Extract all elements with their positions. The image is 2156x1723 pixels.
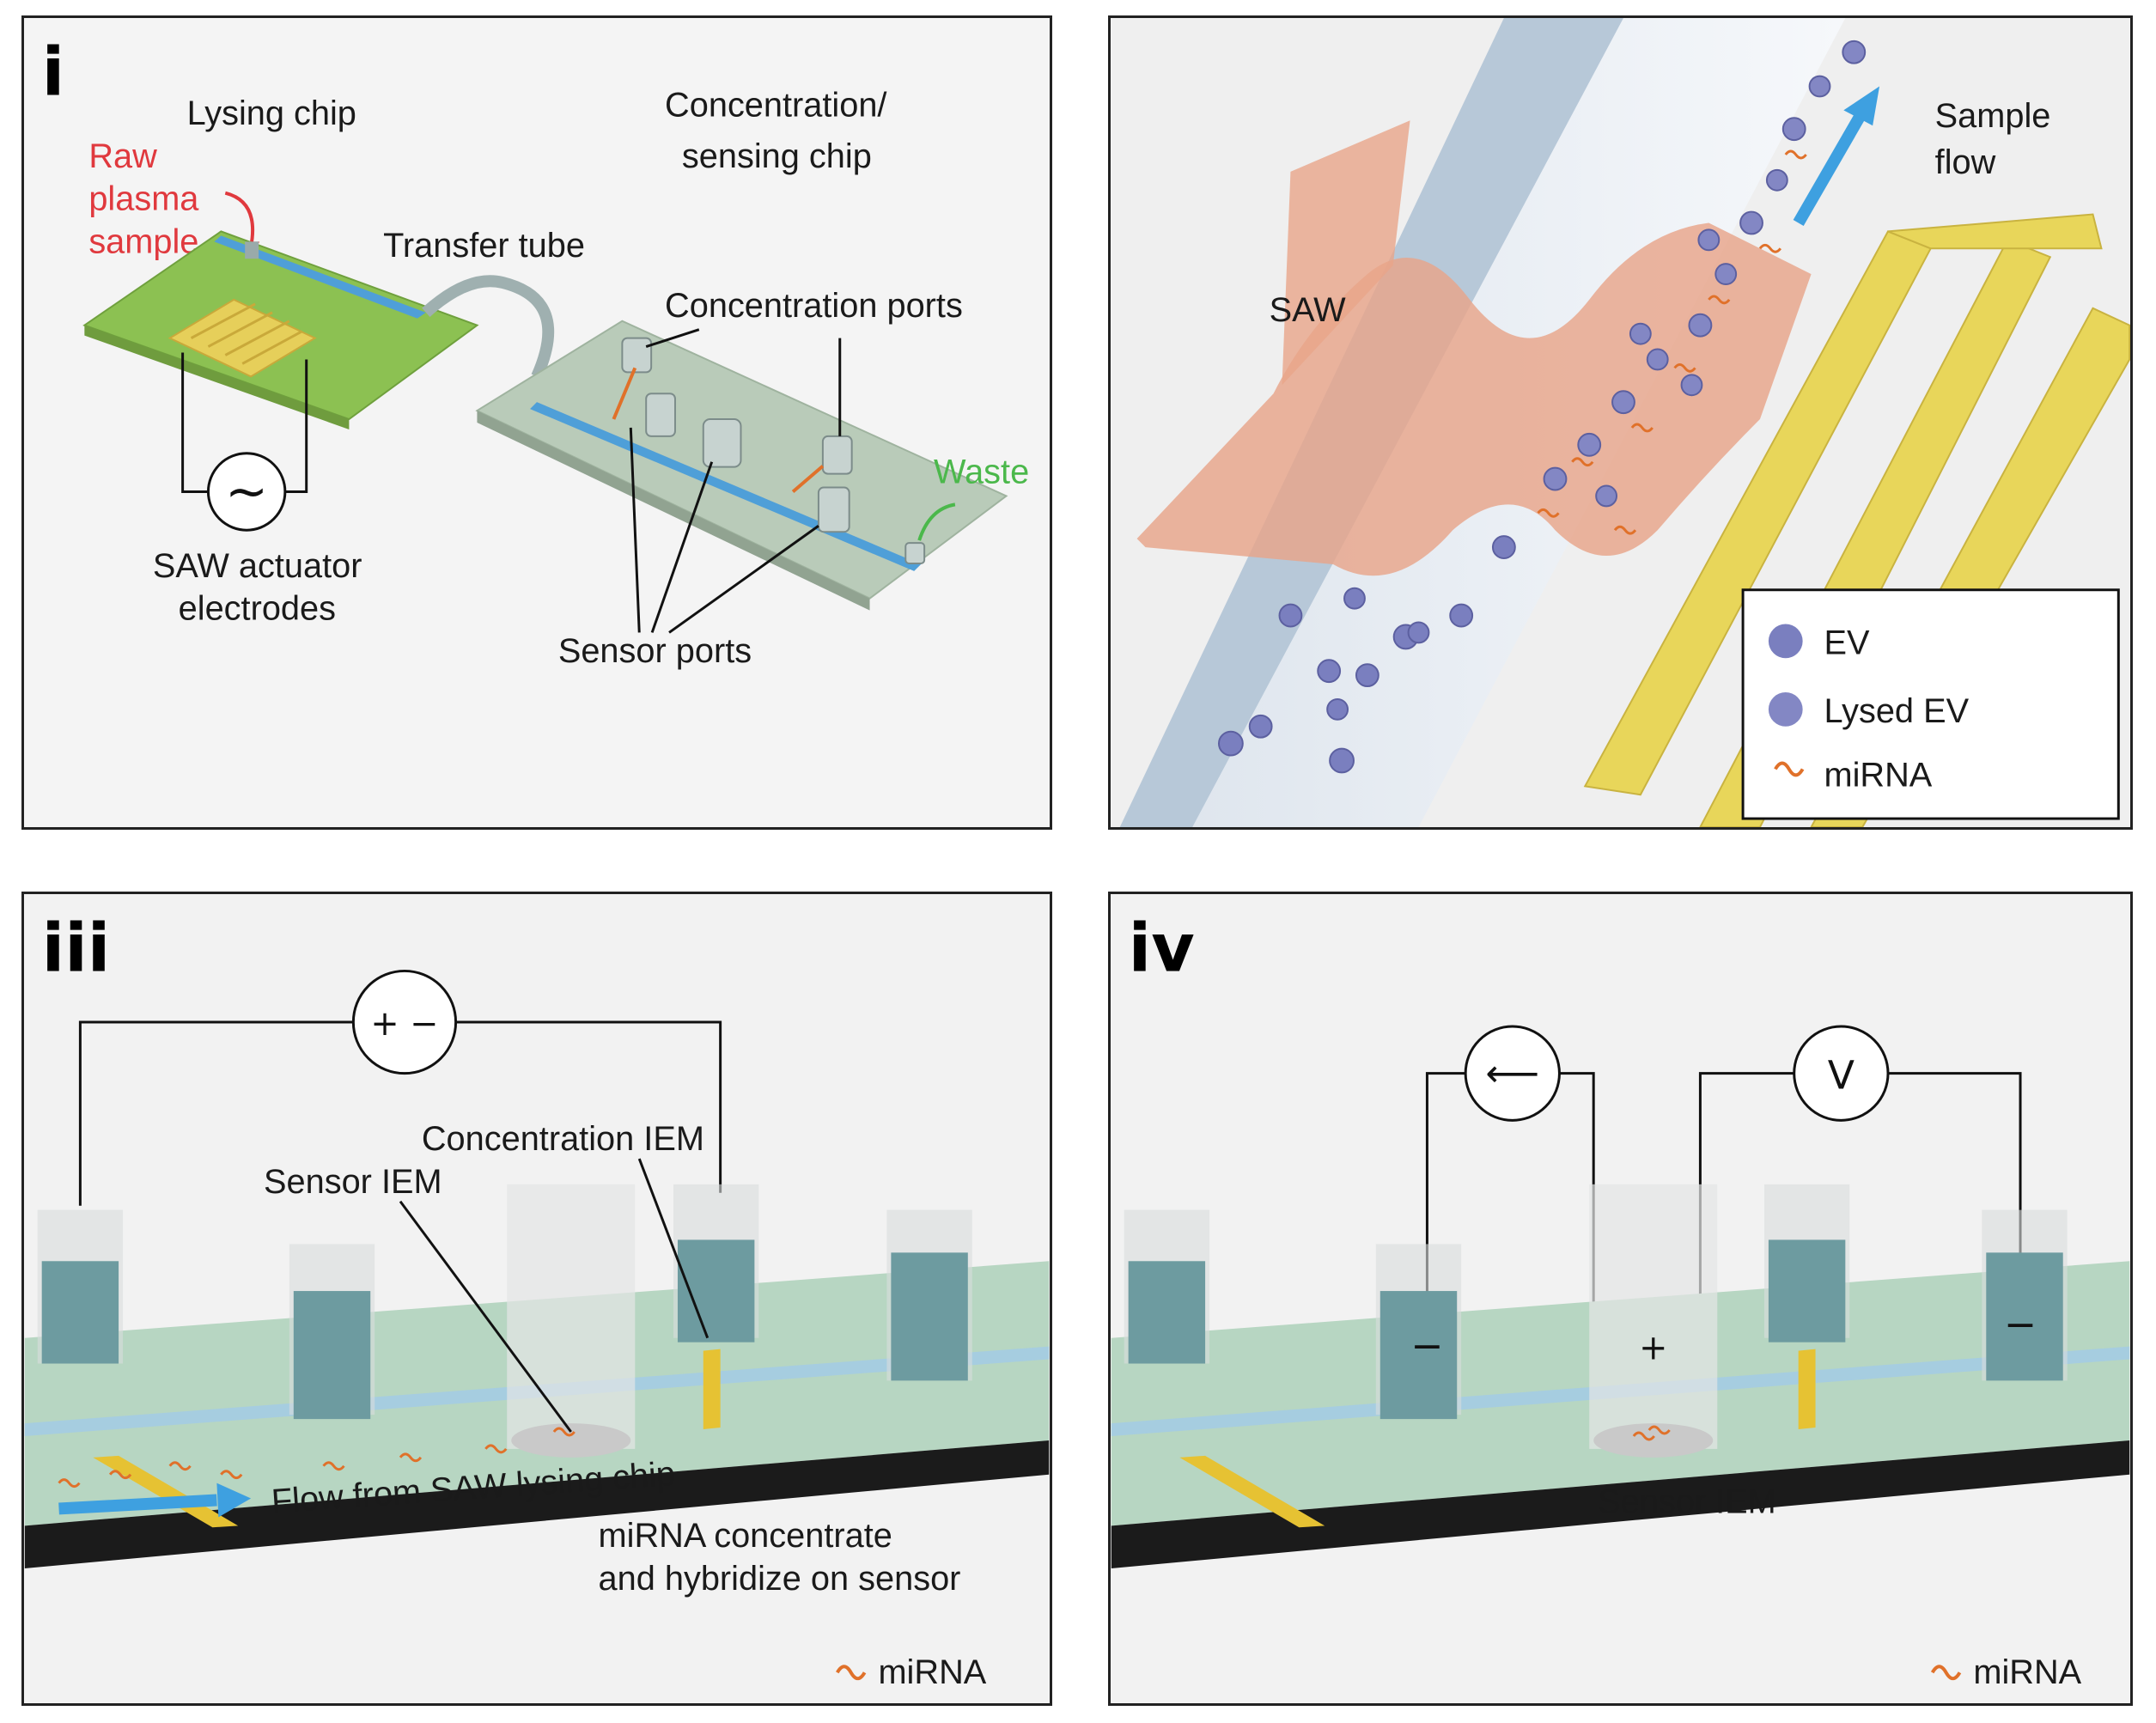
waste-label: Waste — [934, 454, 1029, 491]
saw-actuator-label-2: electrodes — [179, 590, 336, 628]
sensor-ports-label: Sensor ports — [558, 632, 752, 670]
raw-label-1: Raw — [88, 137, 157, 175]
inlet-port — [245, 241, 259, 259]
transfer-tube — [422, 275, 555, 380]
minus-right: − — [2004, 1302, 2037, 1348]
lysed-evs — [1543, 40, 1867, 508]
conc-iem-leader — [637, 1158, 710, 1339]
concentration-ports-label: Concentration ports — [665, 287, 963, 325]
chip-edge — [1111, 1440, 2130, 1568]
ac-source — [206, 452, 287, 532]
conc-circuit-wires — [78, 1020, 722, 1206]
panel-number: iii — [42, 910, 111, 987]
legend-ev: EV — [1824, 624, 1870, 661]
panel-i: i Lysing chip Concentration/ sensing chi… — [21, 15, 1052, 830]
caption-line-2: and hybridize on sensor — [599, 1560, 961, 1598]
flow-arrowhead — [216, 1483, 252, 1518]
plus-center: + — [1639, 1329, 1667, 1368]
conc-iem-electrode — [703, 1349, 721, 1430]
power-source — [351, 969, 458, 1075]
raw-sample-arrow — [224, 191, 255, 247]
legend-mirna-marker — [1930, 1665, 1962, 1681]
conc-iem-electrode — [1798, 1349, 1816, 1430]
conc-electrode-2 — [791, 465, 825, 493]
left-electrode — [1179, 1455, 1325, 1528]
sample-flow-arrowhead — [1843, 86, 1880, 126]
caption-line-1: miRNA concentrate — [599, 1517, 892, 1555]
legend-box — [1741, 588, 2120, 820]
mirna-fragments — [1537, 149, 1807, 535]
panel-number: i — [42, 33, 65, 111]
legend-mirna-marker — [1774, 761, 1805, 777]
raw-label-3: sample — [88, 222, 198, 260]
saw-actuator-label-1: SAW actuator — [153, 547, 362, 585]
saw-idt — [167, 298, 317, 378]
legend-lysed-ev: Lysed EV — [1824, 692, 1969, 730]
legend-mirna: miRNA — [1824, 756, 1932, 794]
lysing-channel — [214, 235, 426, 319]
sample-flow-arrow — [1793, 108, 1868, 226]
legend-ev-marker — [1768, 624, 1803, 659]
reservoirs — [37, 1184, 972, 1449]
panel-ii-diagram: SAW Sample flow — [1111, 18, 2130, 827]
saw-circuit-wires — [181, 352, 308, 493]
panel-iv-diagram: iv ⟵ V − + − Se — [1111, 894, 2130, 1703]
panel-iii-diagram: iii + − Concentration IEM Sensor IEM — [24, 894, 1050, 1703]
legend-mirna: miRNA — [1973, 1653, 2081, 1691]
panel-iii: iii + − Concentration IEM Sensor IEM — [21, 892, 1052, 1706]
legend-mirna-marker — [836, 1665, 867, 1681]
flow-arrow — [58, 1494, 217, 1515]
lysing-chip-label: Lysing chip — [187, 94, 356, 132]
raw-label-2: plasma — [88, 180, 199, 218]
sensor-iem — [511, 1423, 631, 1458]
hybridized-mirna — [1632, 1425, 1671, 1441]
waste-arrow — [917, 502, 956, 541]
panel-ii: SAW Sample flow — [1108, 15, 2133, 830]
left-electrode — [93, 1455, 239, 1528]
lysing-chip-edge — [84, 325, 350, 429]
saw-label: SAW — [1270, 291, 1347, 329]
transfer-tube-label: Transfer tube — [383, 227, 585, 265]
voltmeter — [1793, 1025, 1890, 1122]
mirna-in-channel — [58, 1427, 576, 1489]
minus-left: − — [1410, 1324, 1443, 1369]
sample-flow-label-2: flow — [1935, 143, 1996, 181]
intact-evs — [1217, 535, 1516, 774]
conc-chip-label-1: Concentration/ — [665, 86, 887, 124]
sample-flow-label-1: Sample — [1935, 97, 2051, 135]
sensor-iem-leader — [399, 1200, 572, 1433]
panel-number: iv — [1129, 910, 1195, 987]
chip-edge — [24, 1440, 1050, 1568]
current-symbol: ⟵ — [1485, 1052, 1539, 1096]
idt-fingers — [190, 302, 303, 365]
sensor-ports-leaders — [629, 427, 819, 634]
legend-lysed-ev-marker — [1768, 692, 1803, 727]
power-symbol: + − — [370, 1004, 438, 1044]
conc-electrode-1 — [612, 367, 637, 420]
panel-iv: iv ⟵ V − + − Se — [1108, 892, 2133, 1706]
conc-chip-label-2: sensing chip — [682, 137, 872, 175]
saw-wave — [1136, 222, 1812, 576]
sensor-iem-label: Sensor IEM — [264, 1163, 442, 1201]
chip-ports — [621, 337, 926, 564]
ac-symbol: ~ — [225, 462, 268, 521]
current-source — [1464, 1025, 1561, 1122]
voltage-symbol: V — [1828, 1053, 1855, 1099]
sensor-iem — [1593, 1423, 1714, 1458]
reservoirs — [1124, 1184, 2068, 1449]
sensor-iem-label: Sensor IEM — [1598, 1483, 1776, 1520]
legend-mirna: miRNA — [878, 1653, 986, 1691]
conc-iem-label: Concentration IEM — [422, 1120, 704, 1158]
concentration-ports-leaders — [645, 328, 842, 436]
panel-i-diagram: i Lysing chip Concentration/ sensing chi… — [42, 33, 1030, 670]
saw-wave-front — [1282, 120, 1410, 386]
